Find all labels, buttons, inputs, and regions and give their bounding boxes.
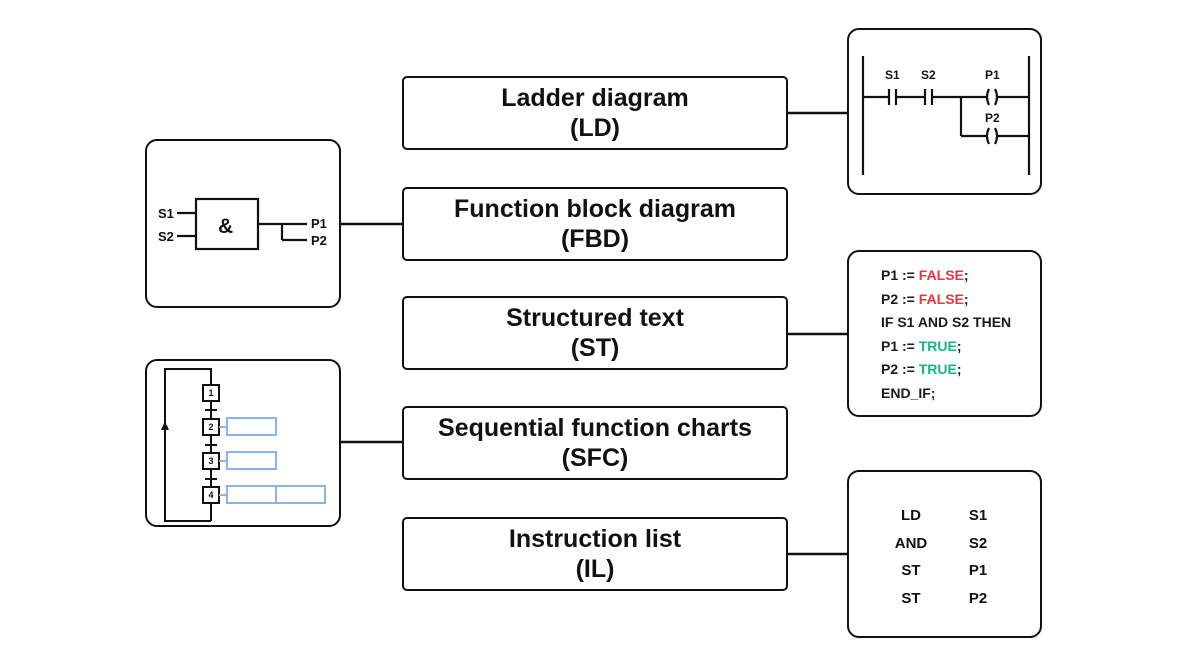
il-op: ST bbox=[901, 562, 921, 580]
il-panel: LD S1 AND S2 ST P1 ST P2 bbox=[847, 470, 1042, 638]
fbd-label-p1: P1 bbox=[311, 216, 327, 231]
st-line: END_IF; bbox=[881, 384, 936, 401]
sfc-diagram: 1 2 3 4 bbox=[161, 368, 326, 522]
il-arg: S1 bbox=[968, 507, 988, 525]
sfc-step-1 bbox=[202, 384, 220, 402]
il-code: LD S1 AND S2 ST P1 ST P2 bbox=[879, 502, 1019, 612]
fbd-label-s2: S2 bbox=[158, 229, 174, 244]
false-keyword: FALSE bbox=[918, 290, 964, 307]
coil-p2-right bbox=[994, 127, 999, 145]
sfc-panel: 1 2 3 4 bbox=[145, 359, 341, 527]
sfc-action-4b bbox=[275, 485, 326, 504]
sfc-step-label: 4 bbox=[208, 490, 213, 500]
fbd-panel: S1 S2 P1 P2 & bbox=[145, 139, 341, 308]
st-line: P1 := TRUE; bbox=[881, 337, 962, 354]
il-arg: P1 bbox=[968, 562, 988, 580]
sfc-return-loop bbox=[164, 368, 212, 522]
il-row: AND S2 bbox=[879, 530, 1019, 558]
sfc-up-arrow bbox=[161, 421, 169, 430]
fbd-abbr: (FBD) bbox=[560, 225, 630, 253]
fbd-box: Function block diagram (FBD) bbox=[402, 187, 788, 261]
ld-label-p1: P1 bbox=[985, 68, 1000, 82]
st-box: Structured text (ST) bbox=[402, 296, 788, 370]
st-panel: P1 := FALSE; P2 := FALSE; IF S1 AND S2 T… bbox=[847, 250, 1042, 417]
ld-label-p2: P2 bbox=[985, 111, 1000, 125]
il-arg: S2 bbox=[968, 534, 988, 552]
st-line: P2 := FALSE; bbox=[881, 290, 969, 307]
ld-title: Ladder diagram bbox=[501, 84, 689, 112]
sfc-step-label: 2 bbox=[208, 422, 213, 432]
il-title: Instruction list bbox=[508, 525, 682, 553]
fbd-diagram: S1 S2 P1 P2 & bbox=[158, 197, 327, 251]
sfc-abbr: (SFC) bbox=[561, 444, 629, 472]
il-row: ST P2 bbox=[879, 585, 1019, 613]
true-keyword: TRUE bbox=[918, 361, 957, 378]
ld-box: Ladder diagram (LD) bbox=[402, 76, 788, 150]
coil-p2-left bbox=[985, 127, 990, 145]
ld-diagram: S1 S2 P1 P2 bbox=[861, 56, 1031, 175]
fbd-title: Function block diagram bbox=[454, 195, 736, 223]
st-line: P1 := FALSE; bbox=[881, 267, 969, 283]
ld-label-s1: S1 bbox=[885, 68, 900, 82]
ld-abbr: (LD) bbox=[570, 114, 620, 142]
sfc-step-label: 1 bbox=[208, 388, 213, 398]
ld-label-s2: S2 bbox=[921, 68, 936, 82]
st-line: IF S1 AND S2 THEN bbox=[881, 314, 1012, 331]
il-op: AND bbox=[894, 534, 928, 552]
il-arg: P2 bbox=[968, 589, 988, 607]
ld-panel: S1 S2 P1 P2 bbox=[847, 28, 1042, 195]
st-abbr: (ST) bbox=[570, 334, 620, 362]
st-title: Structured text bbox=[506, 304, 684, 332]
il-op: LD bbox=[901, 507, 921, 525]
sfc-box: Sequential function charts (SFC) bbox=[402, 406, 788, 480]
and-gate-symbol: & bbox=[218, 215, 233, 238]
fbd-label-s1: S1 bbox=[158, 206, 174, 221]
il-row: ST P1 bbox=[879, 557, 1019, 585]
coil-p1-left bbox=[985, 88, 990, 106]
true-keyword: TRUE bbox=[918, 337, 957, 354]
sfc-action-2 bbox=[226, 417, 277, 436]
il-abbr: (IL) bbox=[575, 555, 615, 583]
sfc-action-3 bbox=[226, 451, 277, 470]
false-keyword: FALSE bbox=[918, 267, 964, 283]
sfc-title: Sequential function charts bbox=[438, 414, 752, 442]
fbd-label-p2: P2 bbox=[311, 233, 327, 248]
coil-p1-right bbox=[994, 88, 999, 106]
il-row: LD S1 bbox=[879, 502, 1019, 530]
st-code: P1 := FALSE; P2 := FALSE; IF S1 AND S2 T… bbox=[881, 264, 1011, 406]
il-op: ST bbox=[901, 589, 921, 607]
il-box: Instruction list (IL) bbox=[402, 517, 788, 591]
sfc-action-4a bbox=[226, 485, 277, 504]
sfc-step-label: 3 bbox=[208, 456, 213, 466]
st-line: P2 := TRUE; bbox=[881, 361, 962, 378]
